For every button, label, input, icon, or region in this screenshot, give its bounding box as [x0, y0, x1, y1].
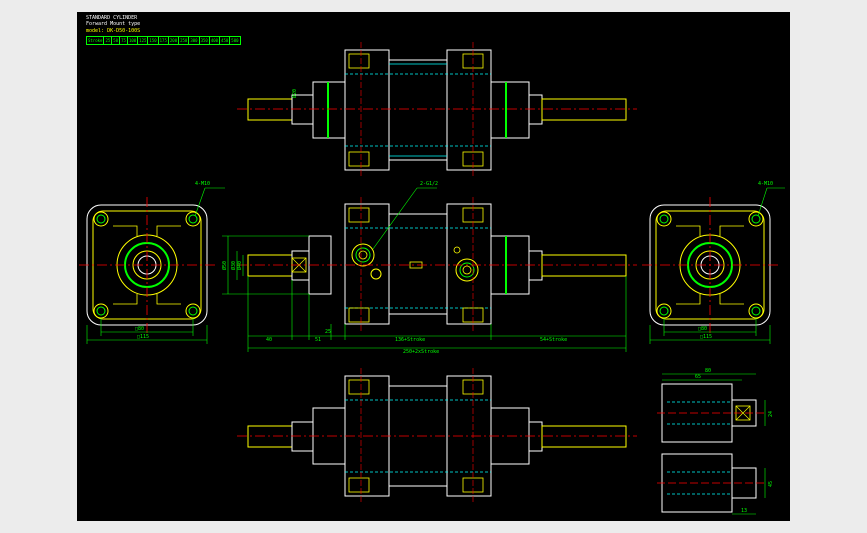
stroke-cell: Stroke [88, 37, 105, 44]
stroke-cell: 500 [231, 38, 239, 43]
right-corner-label: 4-M10 [758, 181, 773, 187]
stroke-cell: 25 [105, 37, 113, 44]
right-sq-outer: □115 [700, 334, 712, 340]
front-view [222, 187, 637, 352]
stroke-cell: 300 [190, 37, 200, 44]
stroke-cell: 100 [128, 37, 139, 44]
title-block-model: model: DK-D50-100S [86, 28, 141, 34]
bottom-view [237, 368, 637, 504]
right-sq-inner: □80 [698, 326, 707, 332]
port-label: 2-G1/2 [420, 181, 438, 187]
detail-views [657, 373, 767, 515]
left-sq-outer: □115 [137, 334, 149, 340]
left-sq-inner: □80 [135, 326, 144, 332]
title-block-subtitle: Forward Mount type [86, 21, 141, 27]
det-w: 80 [705, 368, 711, 374]
det-b: 13 [741, 508, 747, 514]
dim-body: 136+Stroke [395, 337, 425, 343]
stroke-cell: 150 [149, 37, 159, 44]
dim-rod: 54+Stroke [540, 337, 567, 343]
cad-drawing: 4-M10 4-M10 2-G1/2 □80 □115 □80 □115 40 … [79, 42, 785, 515]
dim-25: 25 [325, 329, 331, 335]
stroke-cell: 400 [210, 37, 221, 44]
det-w2: 65 [695, 374, 701, 380]
det-h2: 45 [768, 481, 774, 487]
stroke-cell: 50 [113, 37, 121, 44]
stroke-cell: 75 [121, 37, 128, 44]
stroke-cell: 200 [169, 37, 180, 44]
dim-d1: Ø20 [291, 89, 298, 98]
left-corner-label: 4-M10 [195, 181, 210, 187]
title-block-title: STANDARD CYLINDER [86, 15, 138, 21]
drawing-sheet: 4-M10 4-M10 2-G1/2 □80 □115 □80 □115 40 … [77, 12, 790, 521]
stroke-cell: 450 [221, 37, 231, 44]
top-view [237, 42, 637, 177]
left-end-view [79, 187, 225, 344]
det-h: 24 [768, 411, 774, 417]
stroke-cell: 250 [180, 37, 190, 44]
dim-d2: Ø50 [221, 261, 228, 270]
stroke-cell: 175 [159, 37, 169, 44]
dim-d3: Ø30 [230, 261, 237, 270]
stroke-cell: 350 [200, 37, 210, 44]
right-end-view [642, 187, 785, 344]
dim-d4: Ø40 [236, 261, 243, 270]
dimension-labels: 4-M10 4-M10 2-G1/2 □80 □115 □80 □115 40 … [135, 89, 774, 514]
dim-total: 250+2xStroke [403, 349, 439, 355]
stroke-cell: 125 [139, 37, 149, 44]
dim-40: 40 [266, 337, 272, 343]
dim-51: 51 [315, 337, 321, 343]
